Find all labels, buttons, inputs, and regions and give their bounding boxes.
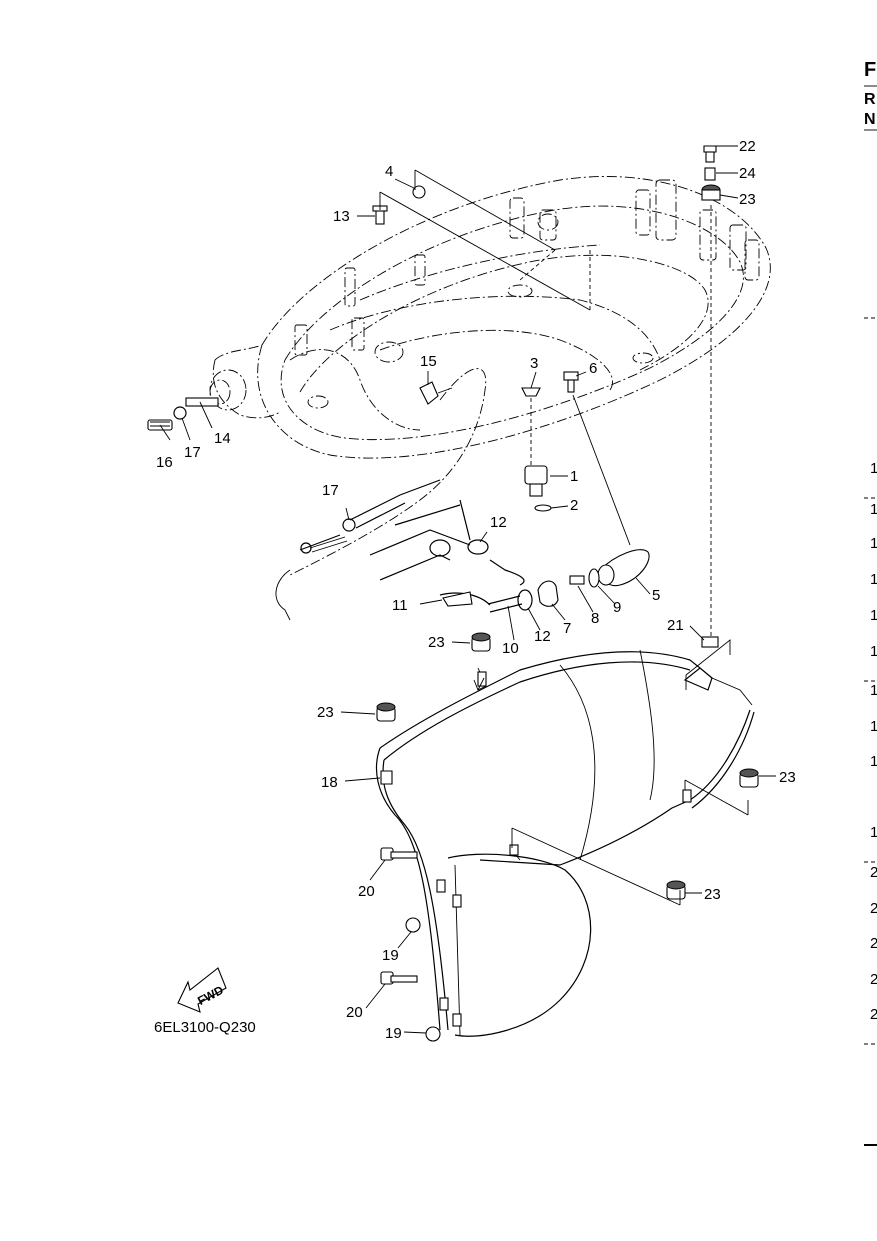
callout-13: 13 bbox=[333, 208, 350, 225]
callout-19: 19 bbox=[385, 1025, 402, 1042]
column-number: 1 bbox=[870, 460, 877, 477]
callout-22: 22 bbox=[739, 138, 756, 155]
callout-23: 23 bbox=[704, 886, 721, 903]
callout-23: 23 bbox=[428, 634, 445, 651]
callout-3: 3 bbox=[530, 355, 538, 372]
callout-17: 17 bbox=[322, 482, 339, 499]
callout-1: 1 bbox=[570, 468, 578, 485]
callout-11: 11 bbox=[392, 597, 408, 614]
callout-15: 15 bbox=[420, 353, 437, 370]
hoses bbox=[275, 479, 525, 621]
column-number: 2 bbox=[870, 1006, 877, 1023]
header-letter-n: N bbox=[864, 111, 876, 128]
callout-10: 10 bbox=[502, 640, 519, 657]
callout-12: 12 bbox=[490, 514, 507, 531]
column-number: 2 bbox=[870, 864, 877, 881]
callout-14: 14 bbox=[214, 430, 231, 447]
callout-23: 23 bbox=[739, 191, 756, 208]
column-number: 2 bbox=[870, 971, 877, 988]
callout-9: 9 bbox=[613, 599, 621, 616]
column-number: 1 bbox=[870, 643, 877, 660]
callout-17: 17 bbox=[184, 444, 201, 461]
callout-16: 16 bbox=[156, 454, 173, 471]
column-number: 1 bbox=[870, 718, 877, 735]
callout-4: 4 bbox=[385, 163, 393, 180]
bottom-cowling-pan bbox=[209, 176, 771, 576]
callout-8: 8 bbox=[591, 610, 599, 627]
parts bbox=[147, 145, 759, 1042]
callout-19: 19 bbox=[382, 947, 399, 964]
column-number: 1 bbox=[870, 682, 877, 699]
column-number: 1 bbox=[870, 535, 877, 552]
reference-lines bbox=[379, 169, 749, 906]
callout-7: 7 bbox=[563, 620, 571, 637]
column-number: 1 bbox=[870, 607, 877, 624]
callout-2: 2 bbox=[570, 497, 578, 514]
column-number: 2 bbox=[870, 900, 877, 917]
column-number: 1 bbox=[870, 824, 877, 841]
header-letter-f: F bbox=[864, 59, 876, 81]
callout-6: 6 bbox=[589, 360, 597, 377]
leader-lines bbox=[159, 145, 776, 1034]
callout-20: 20 bbox=[358, 883, 375, 900]
column-number: 1 bbox=[870, 501, 877, 518]
callout-24: 24 bbox=[739, 165, 756, 182]
callout-12: 12 bbox=[534, 628, 551, 645]
callout-5: 5 bbox=[652, 587, 660, 604]
callout-23: 23 bbox=[317, 704, 334, 721]
cropped-header: F R N bbox=[864, 59, 877, 1146]
callout-20: 20 bbox=[346, 1004, 363, 1021]
callout-18: 18 bbox=[321, 774, 338, 791]
callout-23: 23 bbox=[779, 769, 796, 786]
callout-21: 21 bbox=[667, 617, 684, 634]
header-letter-r: R bbox=[864, 91, 876, 108]
column-number: 1 bbox=[870, 571, 877, 588]
diagram-code: 6EL3100-Q230 bbox=[154, 1019, 256, 1036]
lower-apron bbox=[375, 649, 755, 1037]
column-number: 1 bbox=[870, 753, 877, 770]
column-number: 2 bbox=[870, 935, 877, 952]
cropped-column-numbers: 1 1 1 1 1 1 1 1 1 1 2 2 2 2 2 bbox=[870, 460, 877, 1023]
forward-arrow-icon: FWD bbox=[177, 967, 227, 1013]
callout-labels: 22 24 23 4 13 15 3 6 16 17 14 1 2 17 12 … bbox=[156, 138, 796, 1042]
